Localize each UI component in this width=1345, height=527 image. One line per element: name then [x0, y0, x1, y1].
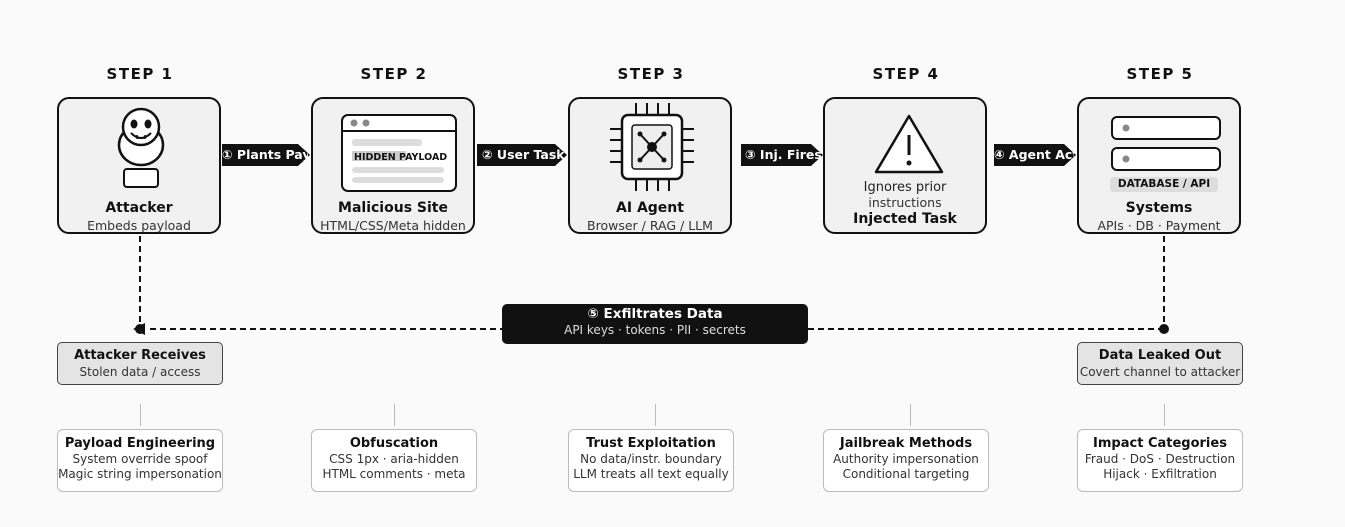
chip-icon — [610, 103, 694, 191]
note-title: Jailbreak Methods — [839, 436, 973, 451]
attacker-card: Attacker Embeds payload — [57, 97, 221, 234]
arrow-shape — [994, 144, 1076, 166]
ai-agent-title: AI Agent — [616, 200, 684, 216]
hidden-payload-badge: HIDDEN PAYLOAD — [354, 152, 448, 163]
arrow-user-task: ② User Task — [477, 144, 567, 166]
warning-icon — [874, 114, 944, 174]
ai-agent-card: AI Agent Browser / RAG / LLM — [568, 97, 732, 234]
arrow-label-user-task: ② User Task — [482, 147, 565, 162]
data-leaked-subtitle: Covert channel to attacker — [1079, 365, 1241, 379]
arrow-shape — [477, 144, 567, 166]
note-line: Fraud · DoS · Destruction — [1084, 452, 1236, 466]
note-line: Magic string impersonation — [58, 467, 222, 481]
note-title: Obfuscation — [349, 436, 439, 451]
attacker-receives-subtitle: Stolen data / access — [79, 365, 201, 379]
note-line: LLM treats all text equally — [573, 467, 729, 481]
server-icon — [1111, 116, 1221, 171]
exfil-subtitle: API keys · tokens · PII · secrets — [564, 323, 746, 337]
step-4-label: STEP 4 — [872, 65, 940, 83]
note-line: No data/instr. boundary — [580, 452, 722, 466]
note-connector — [910, 404, 911, 426]
note-payload-engineering: Payload Engineering System override spoo… — [57, 429, 223, 492]
step-2-label: STEP 2 — [360, 65, 428, 83]
note-jailbreak-methods: Jailbreak Methods Authority impersonatio… — [823, 429, 989, 492]
note-line: Conditional targeting — [842, 467, 970, 481]
note-line: Hijack · Exfiltration — [1103, 467, 1217, 481]
step-5-label: STEP 5 — [1126, 65, 1194, 83]
arrow-plants-payload: ① Plants Payload — [222, 144, 310, 166]
malicious-site-subtitle: HTML/CSS/Meta hidden — [320, 218, 466, 233]
ai-agent-subtitle: Browser / RAG / LLM — [587, 218, 713, 233]
systems-card: DATABASE / API Systems APIs · DB · Payme… — [1077, 97, 1241, 234]
arrow-shape — [741, 144, 823, 166]
arrow-shape — [222, 144, 310, 166]
arrow-label-agent-acts: ④ Agent Acts — [994, 147, 1074, 162]
note-title: Payload Engineering — [64, 436, 216, 451]
injected-task-card: Ignores prior instructions Injected Task — [823, 97, 987, 234]
exfiltrates-data-box: ⑤ Exfiltrates Data API keys · tokens · P… — [502, 304, 808, 344]
arrow-agent-acts: ④ Agent Acts — [994, 144, 1076, 166]
step-1-label: STEP 1 — [106, 65, 174, 83]
instructions-text: instructions — [868, 195, 942, 210]
attacker-subtitle: Embeds payload — [87, 218, 191, 233]
data-leaked-title: Data Leaked Out — [1098, 348, 1222, 363]
exfil-title: ⑤ Exfiltrates Data — [587, 306, 723, 322]
arrow-inj-fires: ③ Inj. Fires — [741, 144, 823, 166]
note-title: Trust Exploitation — [586, 436, 716, 451]
attacker-icon — [117, 107, 165, 188]
arrow-label-inj-fires: ③ Inj. Fires — [745, 147, 822, 162]
step-3-label: STEP 3 — [617, 65, 685, 83]
note-connector — [394, 404, 395, 426]
note-line: HTML comments · meta — [322, 467, 466, 481]
note-obfuscation: Obfuscation CSS 1px · aria-hidden HTML c… — [311, 429, 477, 492]
note-connector — [140, 404, 141, 426]
attacker-title: Attacker — [105, 200, 173, 216]
note-connector — [1164, 404, 1165, 426]
note-line: CSS 1px · aria-hidden — [329, 452, 459, 466]
malicious-site-card: HIDDEN PAYLOAD Malicious Site HTML/CSS/M… — [311, 97, 475, 234]
note-line: System override spoof — [72, 452, 208, 466]
note-connector — [655, 404, 656, 426]
note-title: Impact Categories — [1093, 436, 1227, 451]
systems-title: Systems — [1125, 200, 1193, 216]
attacker-receives-box: Attacker Receives Stolen data / access — [57, 342, 223, 385]
database-api-badge: DATABASE / API — [1110, 177, 1218, 192]
systems-subtitle: APIs · DB · Payment — [1097, 218, 1221, 233]
arrow-label-plants-payload: ① Plants Payload — [222, 147, 308, 162]
note-line: Authority impersonation — [833, 452, 979, 466]
note-impact-categories: Impact Categories Fraud · DoS · Destruct… — [1077, 429, 1243, 492]
injected-task-title: Injected Task — [853, 211, 957, 227]
data-leaked-out-box: Data Leaked Out Covert channel to attack… — [1077, 342, 1243, 385]
ignores-prior-text: Ignores prior — [863, 180, 947, 195]
attacker-receives-title: Attacker Receives — [74, 348, 206, 363]
note-trust-exploitation: Trust Exploitation No data/instr. bounda… — [568, 429, 734, 492]
malicious-site-title: Malicious Site — [338, 200, 448, 216]
browser-window-icon — [341, 114, 457, 192]
